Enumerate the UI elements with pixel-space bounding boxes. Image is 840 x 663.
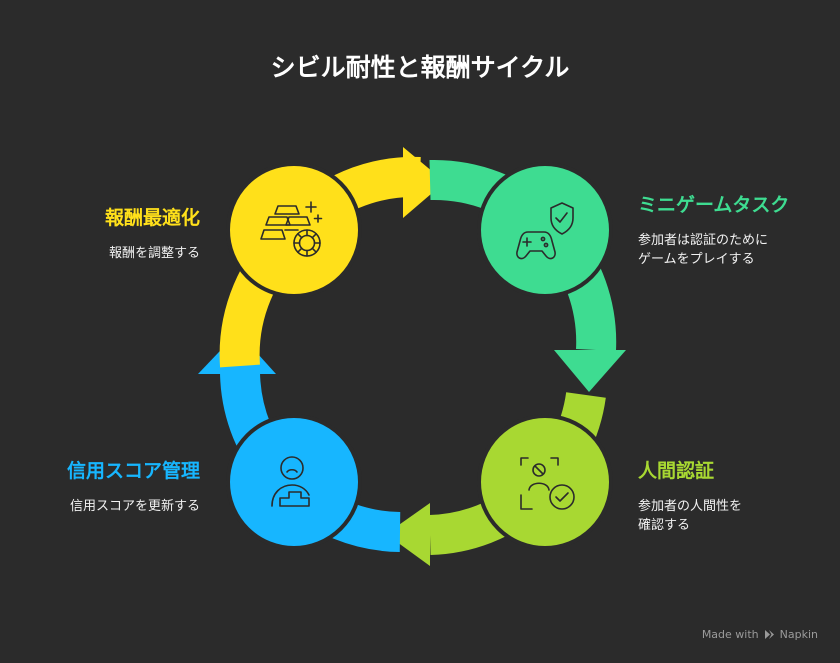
stage-label-credit-score: 信用スコア管理 信用スコアを更新する <box>67 456 200 516</box>
stage-label-minigame: ミニゲームタスク 参加者は認証のために ゲームをプレイする <box>638 190 789 269</box>
stage-label-reward-optimization: 報酬最適化 報酬を調整する <box>105 203 200 263</box>
stage-title-reward-optimization: 報酬最適化 <box>104 207 200 229</box>
stage-circle-credit <box>226 414 362 550</box>
napkin-brand-text: Napkin <box>779 628 818 641</box>
stage-description-reward-optimization: 報酬を調整する <box>105 244 200 263</box>
person-podium-icon <box>271 456 310 507</box>
arrow-head-left <box>386 503 430 566</box>
gold-bars-coin-icon <box>260 201 323 257</box>
description-line: 参加者は認証のために <box>638 233 769 248</box>
gamepad-shield-icon <box>516 202 574 260</box>
stage-title-human-verification: 人間認証 <box>638 460 715 482</box>
stage-circle-verification <box>477 414 613 550</box>
description-line: 信用スコアを更新する <box>69 499 200 514</box>
arrow-head-down <box>554 350 626 392</box>
stage-description-human-verification: 参加者の人間性を 確認する <box>638 497 742 535</box>
description-line: 参加者の人間性を <box>638 499 743 514</box>
napkin-logo-icon <box>764 630 774 639</box>
diagram-title: シビル耐性と報酬サイクル <box>270 53 570 82</box>
stage-circle-minigame <box>477 162 613 298</box>
stage-description-credit-score: 信用スコアを更新する <box>67 497 200 516</box>
arrow-head-right <box>403 147 445 218</box>
description-line: ゲームをプレイする <box>638 252 755 267</box>
made-with-text: Made with <box>701 628 759 641</box>
face-scan-check-icon <box>520 457 575 510</box>
stage-description-minigame: 参加者は認証のために ゲームをプレイする <box>638 231 789 269</box>
made-with-napkin-footer[interactable]: Made with Napkin <box>702 628 818 641</box>
stage-title-minigame: ミニゲームタスク <box>638 194 790 216</box>
description-line: 報酬を調整する <box>108 246 200 261</box>
stage-label-human-verification: 人間認証 参加者の人間性を 確認する <box>638 456 742 535</box>
description-line: 確認する <box>638 518 691 533</box>
stage-title-credit-score: 信用スコア管理 <box>66 460 200 482</box>
